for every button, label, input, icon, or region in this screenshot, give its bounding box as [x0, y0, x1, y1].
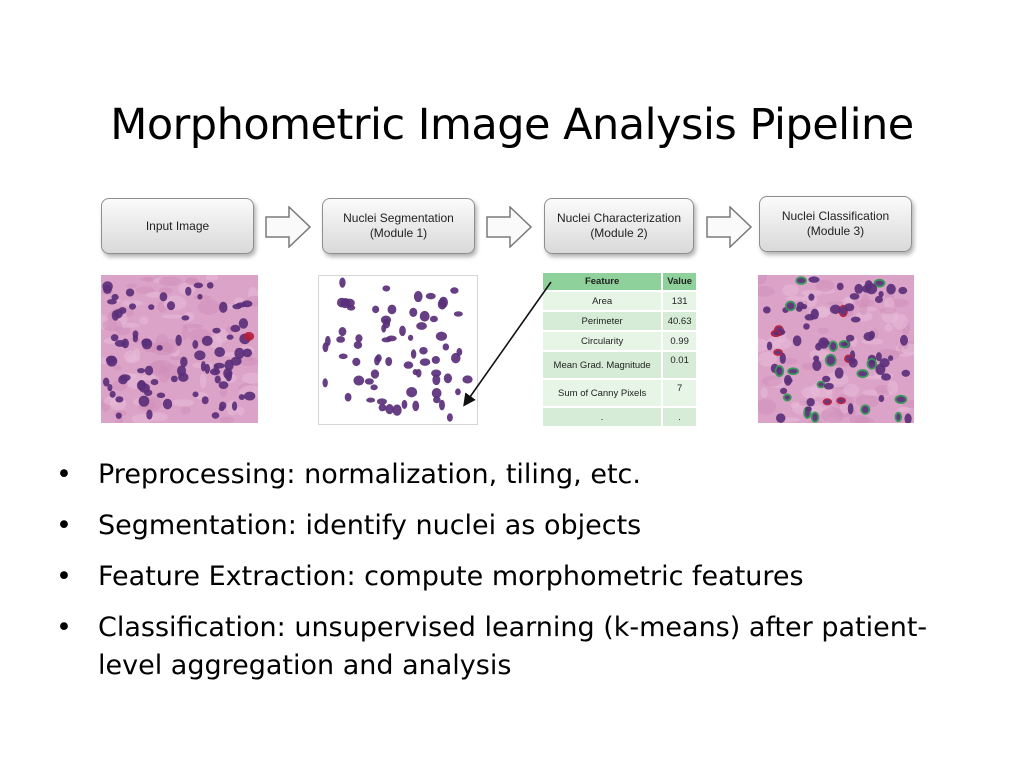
flow-arrow-icon: [486, 206, 532, 248]
value-cell: .: [662, 406, 698, 426]
bullet-marker: •: [56, 459, 72, 490]
value-cell: 0.99: [662, 330, 698, 351]
bullet-item: •Preprocessing: normalization, tiling, e…: [56, 456, 956, 494]
bullet-item: •Classification: unsupervised learning (…: [56, 609, 956, 685]
module-label: Input Image: [145, 218, 210, 233]
feature-cell: Mean Grad. Magnitude: [543, 350, 664, 379]
nuclei-characterization-box: Nuclei Characterization (Module 2): [544, 198, 694, 254]
module-sublabel: (Module 3): [806, 224, 865, 238]
flow-arrow-icon: [706, 206, 752, 248]
module-label: Nuclei Classification: [781, 209, 890, 223]
module-sublabel: (Module 2): [590, 226, 648, 240]
bullet-marker: •: [56, 561, 72, 592]
feature-cell: Circularity: [543, 330, 664, 351]
nuclei-segmentation-box: Nuclei Segmentation (Module 1): [322, 198, 475, 254]
input-tissue-image: [101, 275, 258, 423]
feature-cell: Area: [543, 290, 664, 311]
input-image-box: Input Image: [101, 198, 254, 254]
classified-tissue-image: [758, 275, 914, 423]
feature-cell: Perimeter: [543, 310, 664, 331]
value-cell: 7: [662, 378, 698, 407]
value-column-header: Value: [662, 273, 698, 291]
feature-column-header: Feature: [543, 273, 664, 291]
bullet-marker: •: [56, 510, 72, 541]
segmented-nuclei-image: [318, 275, 478, 425]
bullet-item: •Segmentation: identify nuclei as object…: [56, 507, 956, 545]
module-label: Nuclei Segmentation: [343, 211, 454, 225]
flow-arrow-icon: [265, 206, 311, 248]
module-label: Nuclei Characterization: [556, 211, 682, 225]
value-cell: 0.01: [662, 350, 698, 379]
value-cell: 40.63: [662, 310, 698, 331]
feature-cell: .: [543, 406, 664, 426]
bullet-marker: •: [56, 612, 72, 643]
nuclei-classification-box: Nuclei Classification (Module 3): [759, 196, 912, 252]
feature-cell: Sum of Canny Pixels: [543, 378, 664, 407]
module-sublabel: (Module 1): [369, 226, 428, 240]
pointer-arrow-icon: [463, 281, 552, 407]
value-cell: 131: [662, 290, 698, 311]
slide-title: Morphometric Image Analysis Pipeline: [110, 99, 914, 150]
bullet-item: •Feature Extraction: compute morphometri…: [56, 558, 956, 596]
bullet-list: •Preprocessing: normalization, tiling, e…: [56, 456, 956, 698]
